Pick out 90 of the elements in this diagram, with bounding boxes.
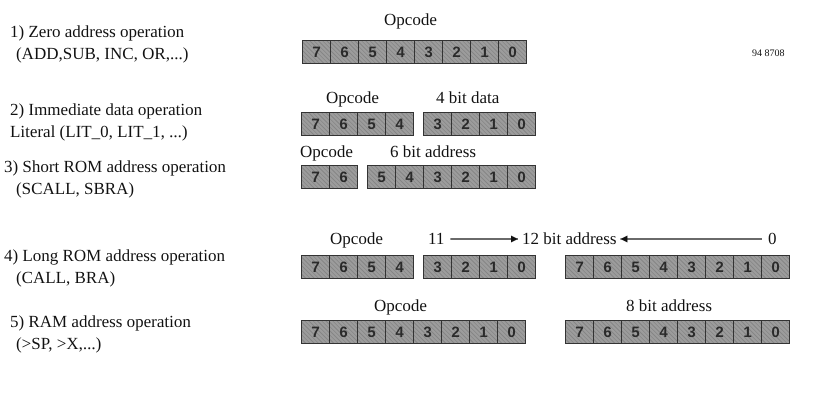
bit-number: 4	[386, 256, 413, 278]
bit-number: 4	[650, 256, 678, 278]
bit-field	[423, 112, 536, 136]
field-name: Opcode	[330, 229, 383, 249]
instruction-examples: Literal (LIT_0, LIT_1, ...)	[10, 122, 188, 142]
bit-number: 5	[622, 321, 650, 343]
bit-field	[565, 320, 790, 344]
bit-number: 7	[303, 41, 331, 63]
bit-number: 7	[302, 166, 330, 188]
operation-title: 2) Immediate data operation	[10, 100, 202, 120]
arrow	[620, 236, 762, 242]
bit-number: 3	[678, 256, 706, 278]
bit-number: 4	[387, 41, 415, 63]
bit-number: 6	[330, 113, 358, 135]
bit-number: 1	[480, 256, 508, 278]
bit-number: 5	[358, 113, 386, 135]
instruction-examples: (CALL, BRA)	[16, 268, 116, 288]
bit-number: 5	[359, 41, 387, 63]
bit-number: 2	[706, 321, 734, 343]
field-name: Opcode	[374, 296, 427, 316]
bit-number: 1	[734, 256, 762, 278]
bit-number: 3	[424, 256, 452, 278]
bit-range-label: 12 bit address	[522, 229, 616, 249]
operation-title: 5) RAM address operation	[10, 312, 191, 332]
bit-number: 2	[452, 256, 480, 278]
bit-number: 6	[594, 256, 622, 278]
bit-number: 4	[386, 113, 413, 135]
bit-field	[301, 255, 414, 279]
bit-number: 1	[480, 166, 508, 188]
bit-number: 1	[734, 321, 762, 343]
bit-number: 1	[470, 321, 498, 343]
bit-number: 2	[452, 113, 480, 135]
bit-number: 0	[508, 166, 535, 188]
instruction-examples: (ADD,SUB, INC, OR,...)	[16, 44, 188, 64]
bit-number: 2	[442, 321, 470, 343]
bit-number: 6	[594, 321, 622, 343]
bit-number: 0	[762, 321, 789, 343]
bit-field	[301, 320, 526, 344]
bit-number: 3	[424, 166, 452, 188]
bit-number: 6	[331, 41, 359, 63]
bit-number: 0	[762, 256, 789, 278]
bit-number: 7	[302, 321, 330, 343]
bit-number: 6	[330, 166, 357, 188]
bit-number: 2	[443, 41, 471, 63]
bit-number: 4	[396, 166, 424, 188]
operation-title: 1) Zero address operation	[10, 22, 184, 42]
bit-number: 2	[452, 166, 480, 188]
bit-field	[301, 165, 358, 189]
figure-number: 94 8708	[752, 47, 784, 61]
bit-field	[302, 40, 527, 64]
bit-range-label: 0	[768, 229, 776, 249]
bit-number: 5	[368, 166, 396, 188]
field-name: 6 bit address	[390, 142, 476, 162]
bit-number: 5	[358, 256, 386, 278]
bit-number: 5	[622, 256, 650, 278]
bit-number: 2	[706, 256, 734, 278]
bit-number: 1	[471, 41, 499, 63]
field-name: Opcode	[300, 142, 353, 162]
bit-number: 0	[508, 113, 535, 135]
operation-title: 3) Short ROM address operation	[4, 157, 226, 177]
field-name: 4 bit data	[436, 88, 500, 108]
field-name: Opcode	[326, 88, 379, 108]
bit-number: 3	[414, 321, 442, 343]
bit-range-label: 11	[428, 229, 444, 249]
instruction-examples: (>SP, >X,...)	[16, 334, 102, 354]
field-name: Opcode	[384, 10, 437, 30]
bit-number: 4	[386, 321, 414, 343]
bit-number: 7	[566, 321, 594, 343]
field-name: 8 bit address	[626, 296, 712, 316]
bit-number: 3	[424, 113, 452, 135]
bit-field	[301, 112, 414, 136]
bit-number: 3	[678, 321, 706, 343]
bit-number: 7	[566, 256, 594, 278]
bit-field	[423, 255, 536, 279]
bit-number: 4	[650, 321, 678, 343]
bit-number: 0	[499, 41, 526, 63]
bit-number: 0	[508, 256, 535, 278]
bit-number: 6	[330, 256, 358, 278]
bit-number: 0	[498, 321, 525, 343]
bit-number: 6	[330, 321, 358, 343]
arrow	[450, 236, 518, 242]
bit-number: 3	[415, 41, 443, 63]
bit-number: 7	[302, 113, 330, 135]
operation-title: 4) Long ROM address operation	[4, 246, 225, 266]
bit-number: 5	[358, 321, 386, 343]
bit-field	[367, 165, 536, 189]
instruction-examples: (SCALL, SBRA)	[16, 179, 134, 199]
bit-field	[565, 255, 790, 279]
bit-number: 1	[480, 113, 508, 135]
bit-number: 7	[302, 256, 330, 278]
